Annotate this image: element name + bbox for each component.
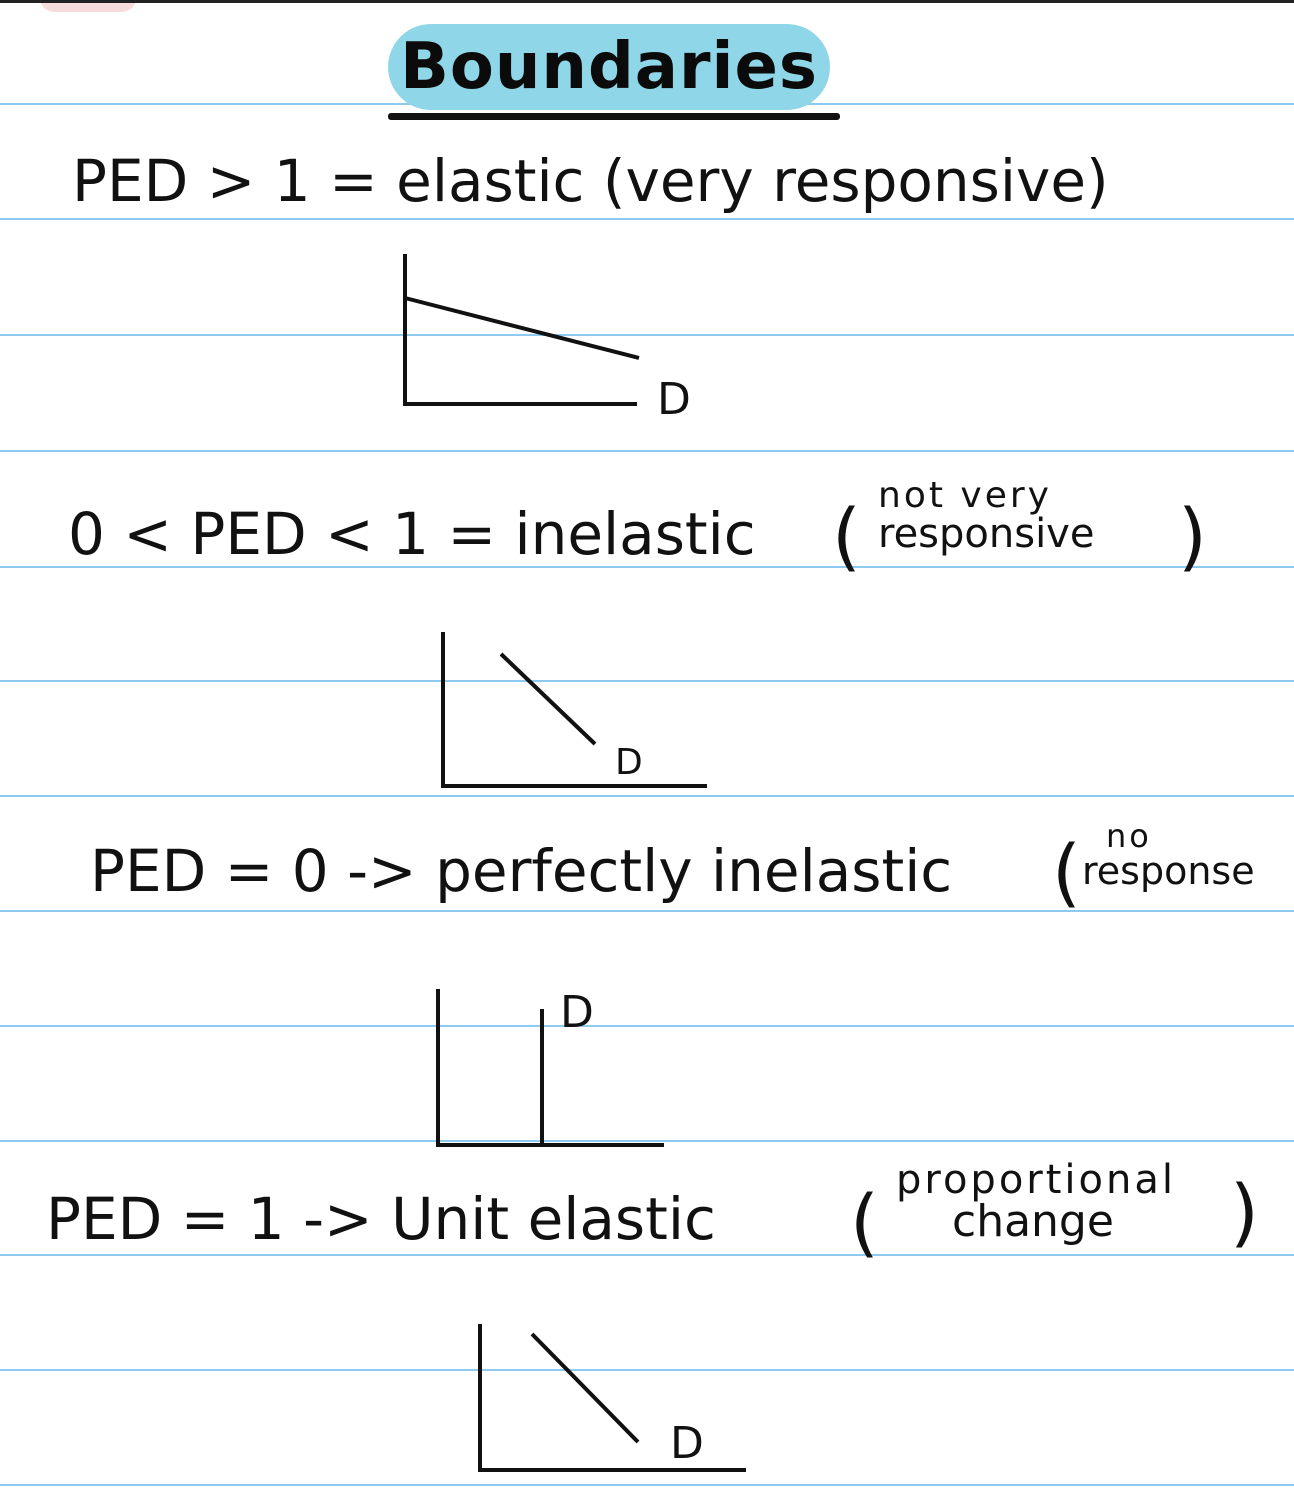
ruled-line (0, 1369, 1294, 1371)
perfectly-inelastic-demand-graph: D (436, 987, 664, 1147)
title-highlight (388, 24, 830, 110)
demand-curve-label: D (615, 742, 643, 783)
unit-elastic-demand-graph: D (478, 1324, 746, 1472)
condition-text: PED = 1 -> (46, 1185, 373, 1253)
note-bottom-text: response (1082, 849, 1255, 893)
condition-text: PED = 0 -> (90, 837, 417, 905)
top-border (0, 0, 1294, 3)
title-underline (388, 113, 840, 120)
note-top-text: no (1106, 817, 1152, 855)
entry-unit-elastic: PED = 1 -> Unit elastic (46, 1190, 716, 1248)
condition-text: 0 < PED < 1 = (68, 500, 497, 568)
note-text: (very responsive) (602, 147, 1109, 215)
note-bottom-text: change (952, 1196, 1114, 1247)
open-paren: ( (832, 494, 861, 580)
demand-curve-label: D (657, 374, 691, 425)
ruled-line (0, 680, 1294, 682)
demand-curve-label: D (670, 1418, 704, 1469)
classification-text: inelastic (514, 500, 756, 568)
ruled-line (0, 566, 1294, 568)
note-bottom-text: responsive (878, 511, 1095, 557)
inelastic-demand-graph: D (441, 632, 707, 788)
close-paren: ) (1230, 1170, 1259, 1256)
note-stack: proportional change (896, 1160, 1176, 1244)
entry-elastic: PED > 1 = elastic (very responsive) (72, 152, 1109, 210)
ruled-line (0, 334, 1294, 336)
classification-text: perfectly inelastic (435, 837, 953, 905)
graph-axes (436, 989, 664, 1147)
note-stack: no response (1082, 820, 1255, 890)
note-top-text: not very (878, 475, 1052, 516)
elastic-demand-graph: D (403, 254, 691, 425)
graph-axes (441, 632, 707, 788)
ruled-line (0, 450, 1294, 452)
graph-axes (478, 1324, 746, 1472)
demand-curve (499, 652, 597, 746)
classification-text: elastic (396, 147, 585, 215)
note-stack: not very responsive (878, 475, 1095, 557)
close-paren: ) (1178, 494, 1207, 580)
corner-tab (40, 0, 136, 12)
demand-curve-label: D (560, 987, 594, 1038)
ruled-line (0, 1140, 1294, 1142)
entry-perfectly-inelastic: PED = 0 -> perfectly inelastic (90, 842, 952, 900)
open-paren: ( (850, 1180, 879, 1266)
page-title: Boundaries (400, 30, 818, 104)
ruled-line (0, 795, 1294, 797)
condition-text: PED > 1 = (72, 147, 378, 215)
classification-text: Unit elastic (391, 1185, 716, 1253)
ruled-line (0, 1254, 1294, 1256)
ruled-line (0, 1484, 1294, 1486)
note-top-text: proportional (896, 1157, 1176, 1203)
open-paren: ( (1052, 830, 1081, 916)
demand-curve (404, 296, 640, 360)
demand-curve (530, 1332, 640, 1444)
ruled-line (0, 910, 1294, 912)
ruled-line (0, 218, 1294, 220)
entry-inelastic: 0 < PED < 1 = inelastic (68, 505, 756, 563)
graph-axes (403, 254, 637, 406)
ruled-line (0, 1025, 1294, 1027)
